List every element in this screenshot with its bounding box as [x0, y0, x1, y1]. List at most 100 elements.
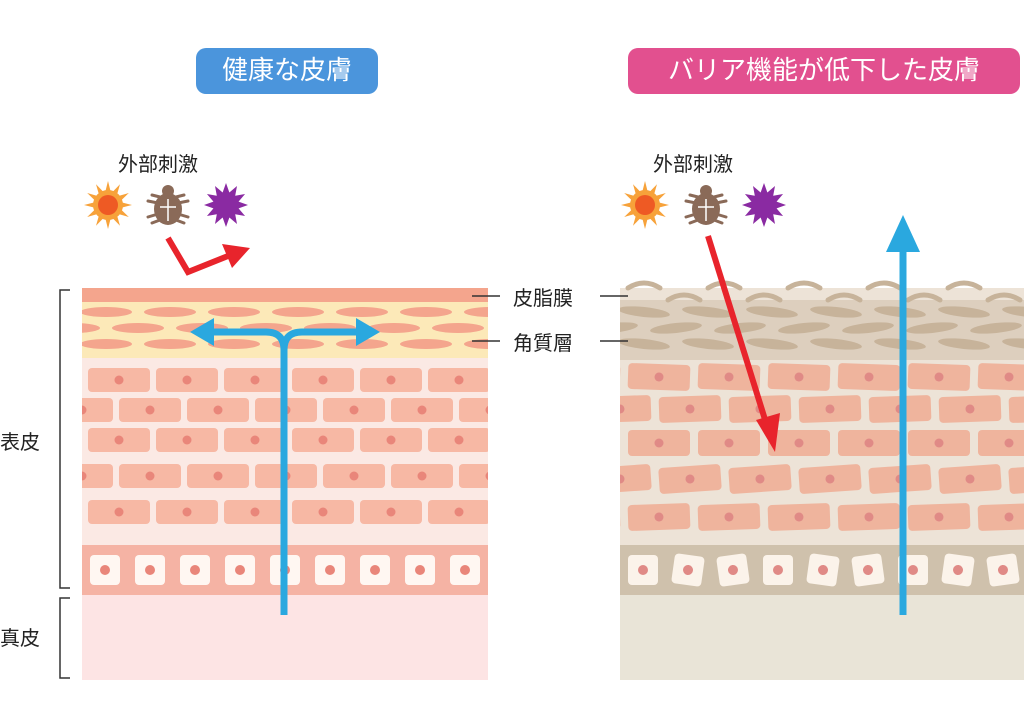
epidermis-cell: [938, 464, 1002, 494]
epidermis-cell: [119, 398, 181, 422]
water-arrow-left: [190, 318, 380, 615]
epidermis-cell: [496, 428, 558, 452]
epidermis-cell: [360, 368, 422, 392]
epidermis-cell: [496, 500, 558, 524]
epidermis-cell: [119, 464, 181, 488]
dermis-layer-right: [620, 595, 1024, 680]
epidermis-cell: [292, 428, 354, 452]
epidermis-cell: [156, 500, 218, 524]
sebum-flake: [745, 292, 783, 303]
sun-icon: [84, 181, 132, 229]
epidermis-cell: [698, 430, 760, 456]
sebum-layer-left: [82, 288, 488, 302]
epidermis-cell: [360, 500, 422, 524]
corneum-cell: [554, 336, 607, 351]
epidermis-cell: [767, 503, 831, 531]
epidermis-cell: [1008, 395, 1024, 423]
dermis-bracket: [59, 597, 70, 679]
corneum-cell: [1002, 338, 1024, 350]
sebum-flake: [625, 280, 663, 291]
epidermis-cell: [391, 464, 453, 488]
corneum-cell: [650, 322, 702, 334]
corneum-cell: [810, 306, 862, 318]
epidermis-cell: [459, 398, 488, 422]
basal-cell: [225, 555, 255, 585]
basal-cell: [450, 555, 480, 585]
water-arrow-right: [886, 215, 920, 615]
epidermis-cell: [977, 503, 1024, 531]
corneum-cell: [496, 323, 548, 333]
basal-cell: [986, 553, 1020, 587]
epidermis-cell: [82, 398, 113, 422]
corneum-cell: [272, 307, 324, 317]
epidermis-cell: [20, 368, 82, 392]
corneum-cell: [112, 323, 164, 333]
basal-cell: [763, 555, 793, 585]
epidermis-cell: [88, 428, 150, 452]
epidermis-cell: [20, 500, 82, 524]
epidermis-cell: [938, 395, 1002, 423]
basal-cell: [716, 553, 750, 587]
epidermis-cell: [459, 464, 488, 488]
label-external-stimulus-left: 外部刺激: [118, 152, 198, 176]
epidermis-cell: [224, 500, 286, 524]
epidermis-bracket: [59, 289, 70, 589]
corneum-cell: [208, 339, 260, 349]
sebum-flake: [665, 292, 703, 303]
corneum-cell: [144, 339, 196, 349]
corneum-cell: [682, 306, 734, 318]
epidermis-cell: [767, 363, 831, 391]
virus-icon: [204, 183, 248, 227]
corneum-cell: [778, 322, 830, 334]
sebum-flakes-right: [625, 280, 1023, 303]
epidermis-cell: [428, 428, 488, 452]
sebum-flake: [985, 292, 1023, 303]
epidermis-cell: [558, 430, 620, 456]
title-barrier-reduced-skin: バリア機能が低下した皮膚: [628, 48, 1020, 94]
epidermis-cell: [156, 428, 218, 452]
epidermis-cell: [697, 503, 761, 531]
epidermis-cell: [292, 500, 354, 524]
epidermis-cell: [88, 500, 150, 524]
title-healthy-skin: 健康な皮膚: [196, 48, 378, 94]
epidermis-cell: [627, 363, 691, 391]
corneum-cell: [464, 307, 488, 317]
epidermis-cells-left: [20, 368, 558, 524]
mite-icon: [684, 185, 728, 225]
corneum-cell: [400, 307, 452, 317]
corneum-cell: [1002, 306, 1024, 318]
epidermis-cell: [620, 395, 652, 423]
epidermis-cell: [82, 464, 113, 488]
sebum-flake: [905, 292, 943, 303]
epidermis-cell: [837, 363, 901, 391]
corneum-cell: [746, 338, 798, 350]
epidermis-cell: [728, 464, 792, 494]
epidermis-cell: [658, 464, 722, 494]
epidermis-cells-right: [558, 363, 1024, 531]
basal-cell: [628, 555, 658, 585]
corneum-cell: [144, 307, 196, 317]
corneum-cells-right: [554, 306, 1024, 351]
virus-icon: [742, 183, 786, 227]
corneum-cell: [400, 339, 452, 349]
basal-cell: [360, 555, 390, 585]
basal-cell: [315, 555, 345, 585]
corneum-cell: [714, 322, 766, 334]
basal-cell: [806, 553, 840, 587]
corneum-cell: [336, 339, 388, 349]
epidermis-cell: [907, 363, 971, 391]
sebum-flake: [865, 280, 903, 291]
barrier-skin-diagram: [554, 288, 1024, 680]
epidermis-cell: [360, 428, 422, 452]
stimulus-arrow-deflected: [165, 236, 250, 276]
label-stratum-corneum: 角質層: [513, 331, 573, 355]
epidermis-cell: [1008, 464, 1024, 494]
label-external-stimulus-right: 外部刺激: [653, 152, 733, 176]
corneum-cell: [970, 322, 1022, 334]
epidermis-cell: [20, 428, 82, 452]
basal-cell: [851, 553, 885, 587]
corneum-cell: [842, 322, 894, 334]
corneum-cell: [336, 307, 388, 317]
corneum-cell: [938, 306, 990, 318]
epidermis-cell: [187, 398, 249, 422]
